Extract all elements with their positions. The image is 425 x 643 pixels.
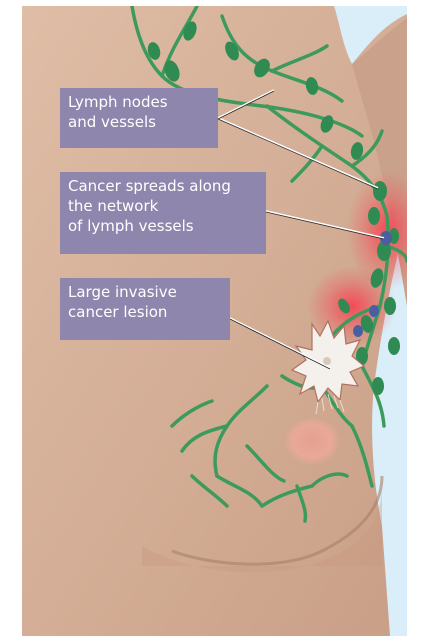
label-cancer-spread: Cancer spreads along the network of lymp… xyxy=(60,172,266,254)
label-lymph-nodes: Lymph nodes and vessels xyxy=(60,88,218,148)
label-invasive-lesion: Large invasive cancer lesion xyxy=(60,278,230,340)
areola xyxy=(284,417,340,465)
breast-lymph-diagram: Lymph nodes and vessels Cancer spreads a… xyxy=(22,6,407,636)
